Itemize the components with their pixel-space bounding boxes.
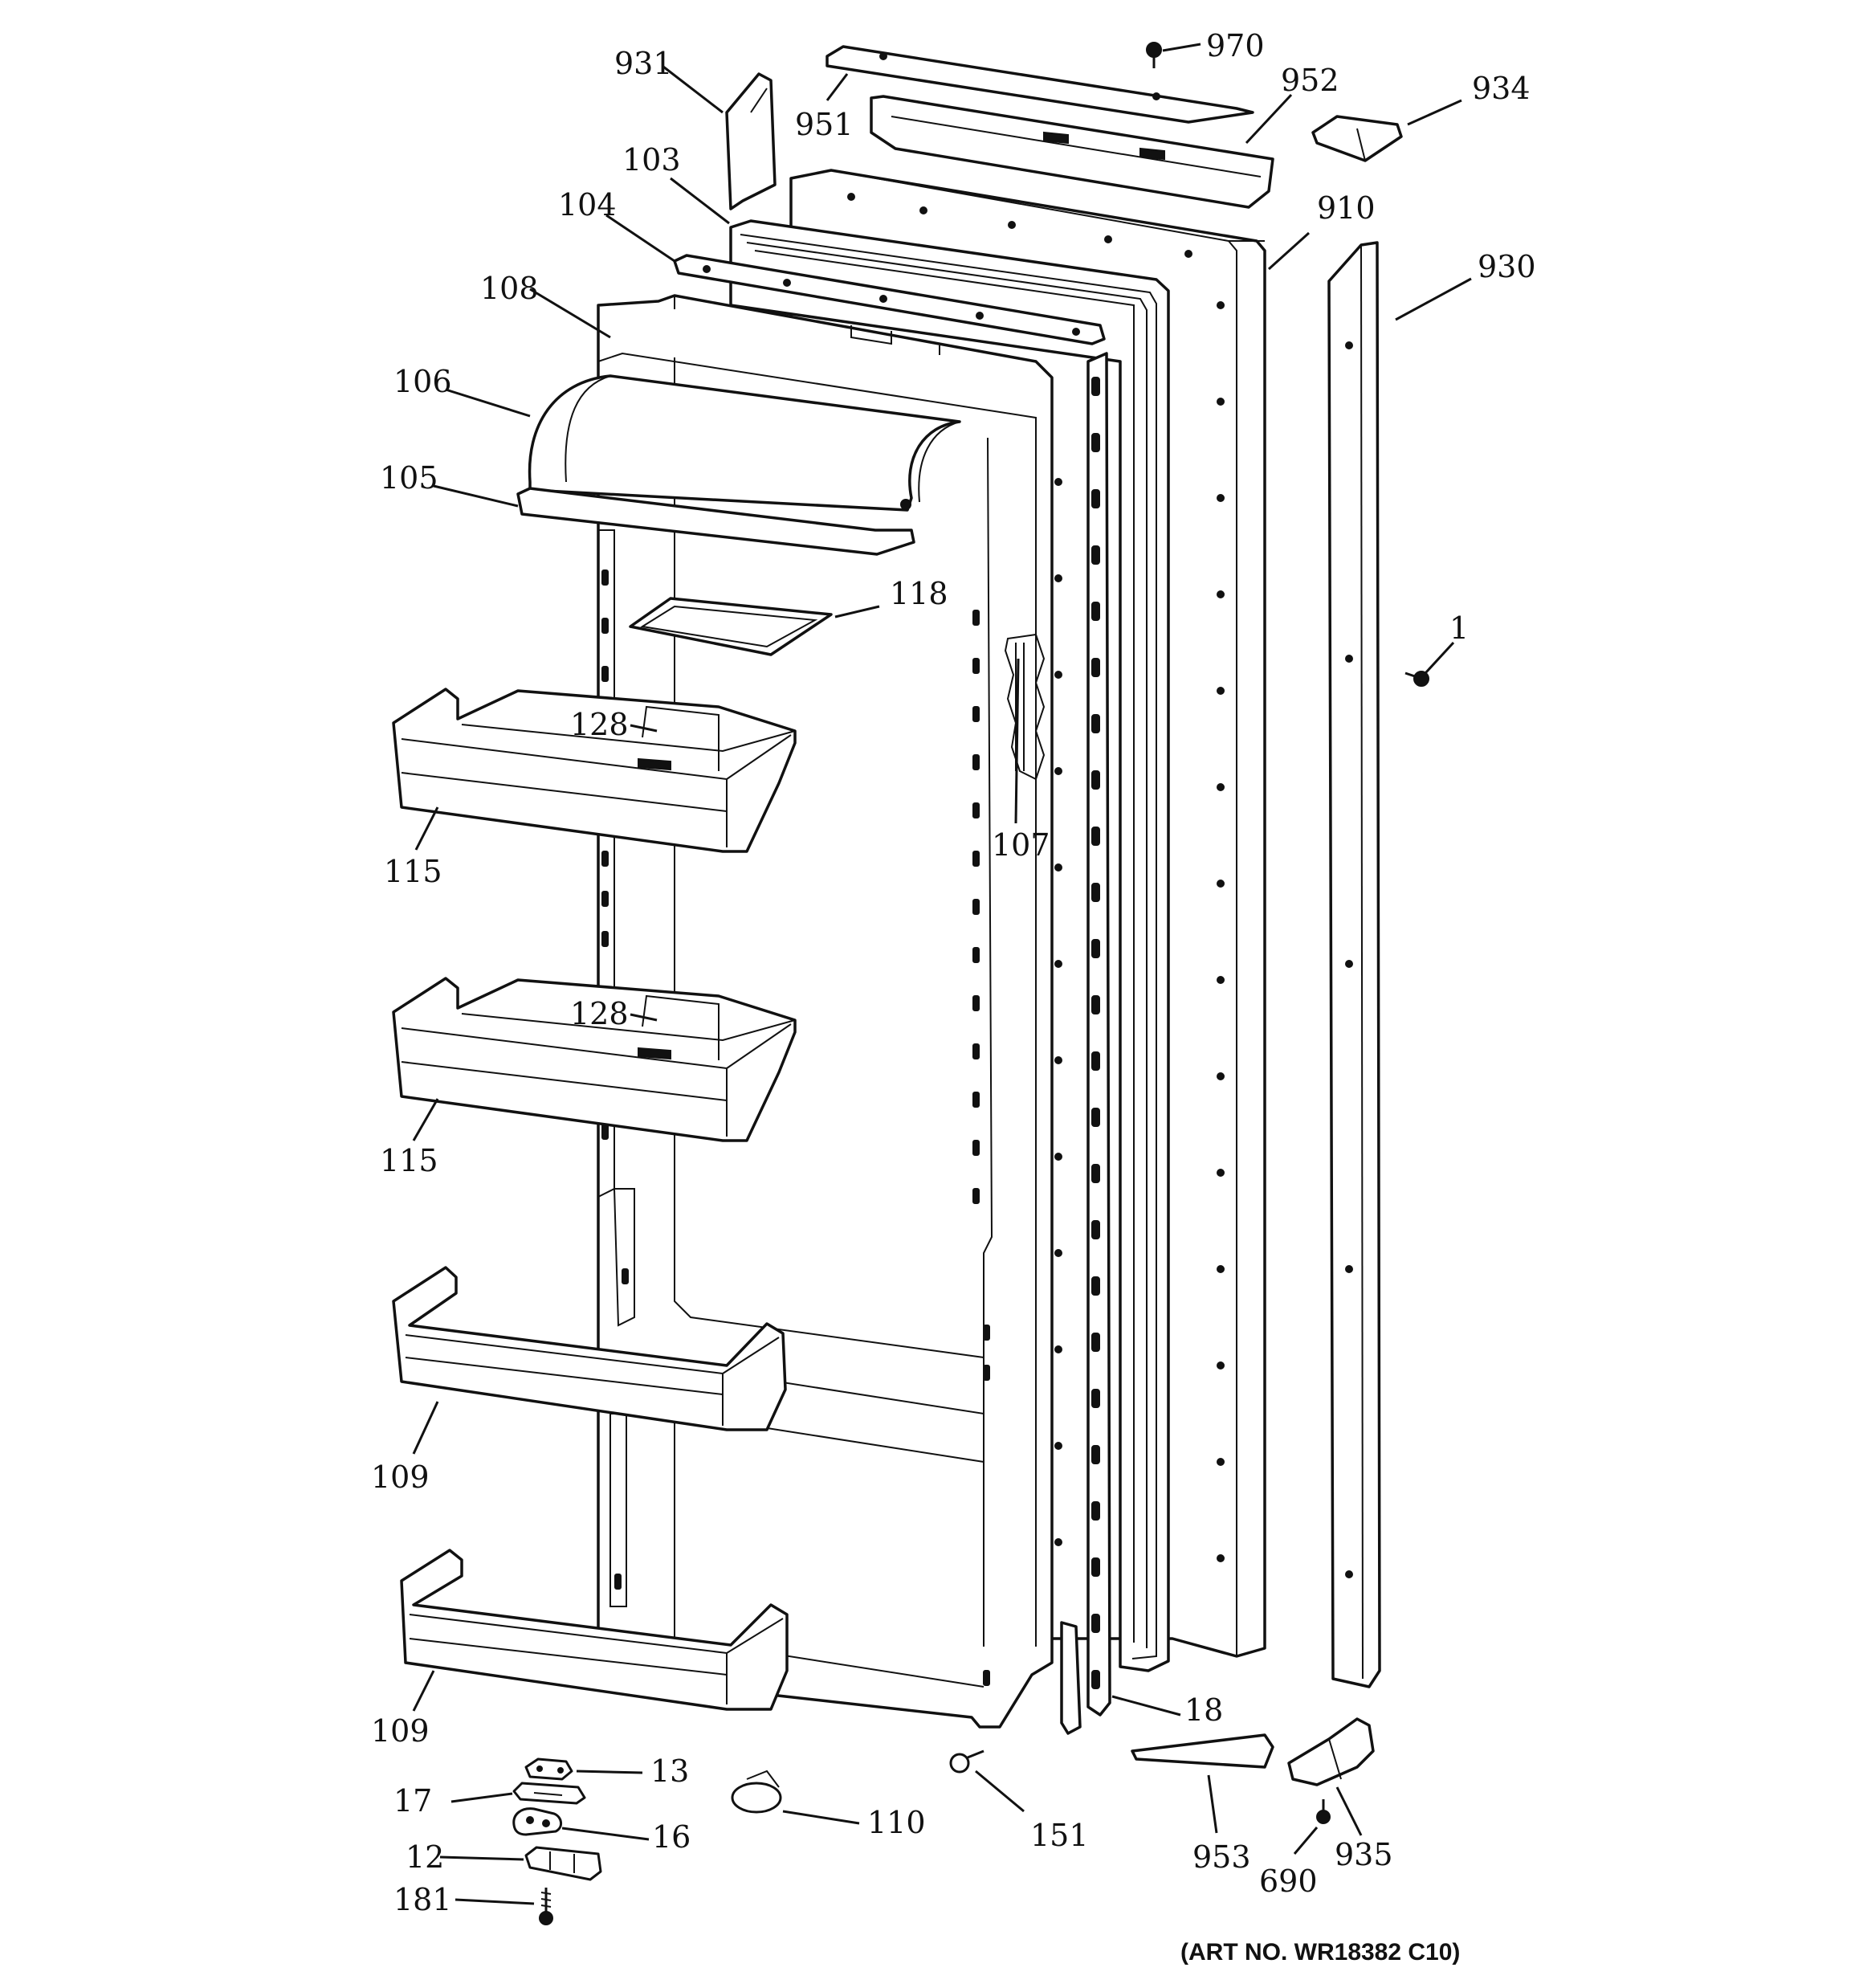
part-952-channel <box>870 95 1274 209</box>
part-151-plug <box>949 1749 984 1774</box>
part-16-cam <box>512 1807 562 1836</box>
part-181-screw <box>539 1888 553 1925</box>
part-970-screw <box>1146 42 1162 68</box>
callout-910: 910 <box>1317 190 1376 226</box>
part-935-bottom-hinge <box>1287 1717 1375 1786</box>
callout-108: 108 <box>480 271 539 306</box>
leader-lines <box>412 43 1472 1905</box>
callout-930: 930 <box>1478 249 1536 284</box>
callout-13: 13 <box>650 1753 689 1789</box>
part-18-strip <box>1060 1621 1082 1735</box>
callout-103: 103 <box>622 142 681 178</box>
callout-151: 151 <box>1030 1818 1089 1853</box>
part-109-bin-upper <box>392 1266 787 1431</box>
part-107-liner-strip <box>1086 352 1111 1717</box>
part-118-tray <box>629 597 833 656</box>
callout-109-lower: 109 <box>371 1713 430 1749</box>
part-17-washer <box>512 1782 586 1805</box>
callout-118: 118 <box>890 576 948 611</box>
callout-104: 104 <box>558 187 617 222</box>
callout-690: 690 <box>1259 1863 1318 1899</box>
callout-106: 106 <box>393 364 452 399</box>
callout-970: 970 <box>1206 28 1265 63</box>
callout-181: 181 <box>393 1882 452 1917</box>
part-109-bin-lower <box>400 1549 789 1711</box>
callout-951: 951 <box>795 107 854 142</box>
part-931-trim <box>725 72 777 210</box>
part-115-bin-lower <box>392 977 797 1142</box>
callout-128-lower: 128 <box>570 996 629 1031</box>
callout-107: 107 <box>992 827 1050 863</box>
callout-105: 105 <box>380 460 438 496</box>
callout-115-upper: 115 <box>384 854 442 889</box>
callout-115-lower: 115 <box>380 1143 438 1178</box>
part-690-screw <box>1316 1799 1331 1824</box>
callout-953: 953 <box>1192 1839 1251 1875</box>
callout-952: 952 <box>1281 63 1339 98</box>
callout-934: 934 <box>1472 71 1531 106</box>
part-1-screw <box>1404 671 1429 687</box>
callout-128-upper: 128 <box>570 707 629 742</box>
callout-110: 110 <box>867 1805 926 1840</box>
part-104-top-trim <box>673 254 1106 345</box>
part-934-top-hinge <box>1311 115 1403 162</box>
part-103-gasket <box>729 219 1170 1672</box>
part-106-dairy-cover <box>516 374 961 556</box>
callout-17: 17 <box>393 1783 432 1819</box>
callout-labels: 931 951 970 952 934 103 104 910 108 930 … <box>371 28 1536 1917</box>
part-13-plate <box>524 1757 573 1781</box>
callout-1: 1 <box>1449 610 1469 646</box>
part-953-bottom-cap <box>1131 1733 1274 1769</box>
callout-18: 18 <box>1184 1692 1223 1728</box>
art-number: (ART NO. WR18382 C10) <box>1180 1939 1460 1966</box>
part-12-hinge-plate <box>524 1846 602 1881</box>
part-930-side-trim <box>1327 241 1381 1688</box>
callout-12: 12 <box>406 1839 444 1875</box>
callout-16: 16 <box>652 1819 691 1855</box>
part-951-top-cap <box>826 45 1254 124</box>
callout-935: 935 <box>1335 1837 1393 1872</box>
callout-109-upper: 109 <box>371 1459 430 1495</box>
part-115-bin-upper <box>392 688 797 853</box>
callout-931: 931 <box>614 46 673 81</box>
part-110-bumper <box>731 1770 782 1814</box>
